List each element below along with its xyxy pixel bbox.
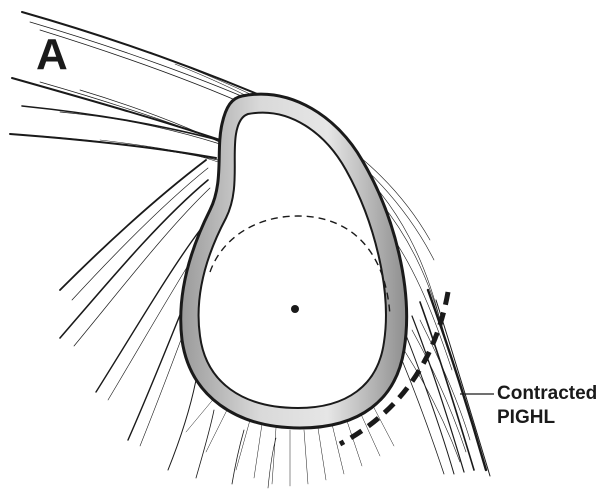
pighl-callout: Contracted PIGHL: [497, 382, 597, 430]
panel-label: A: [36, 30, 67, 80]
callout-line-2: PIGHL: [497, 406, 597, 430]
callout-line-1: Contracted: [497, 382, 597, 406]
center-point: [291, 305, 299, 313]
